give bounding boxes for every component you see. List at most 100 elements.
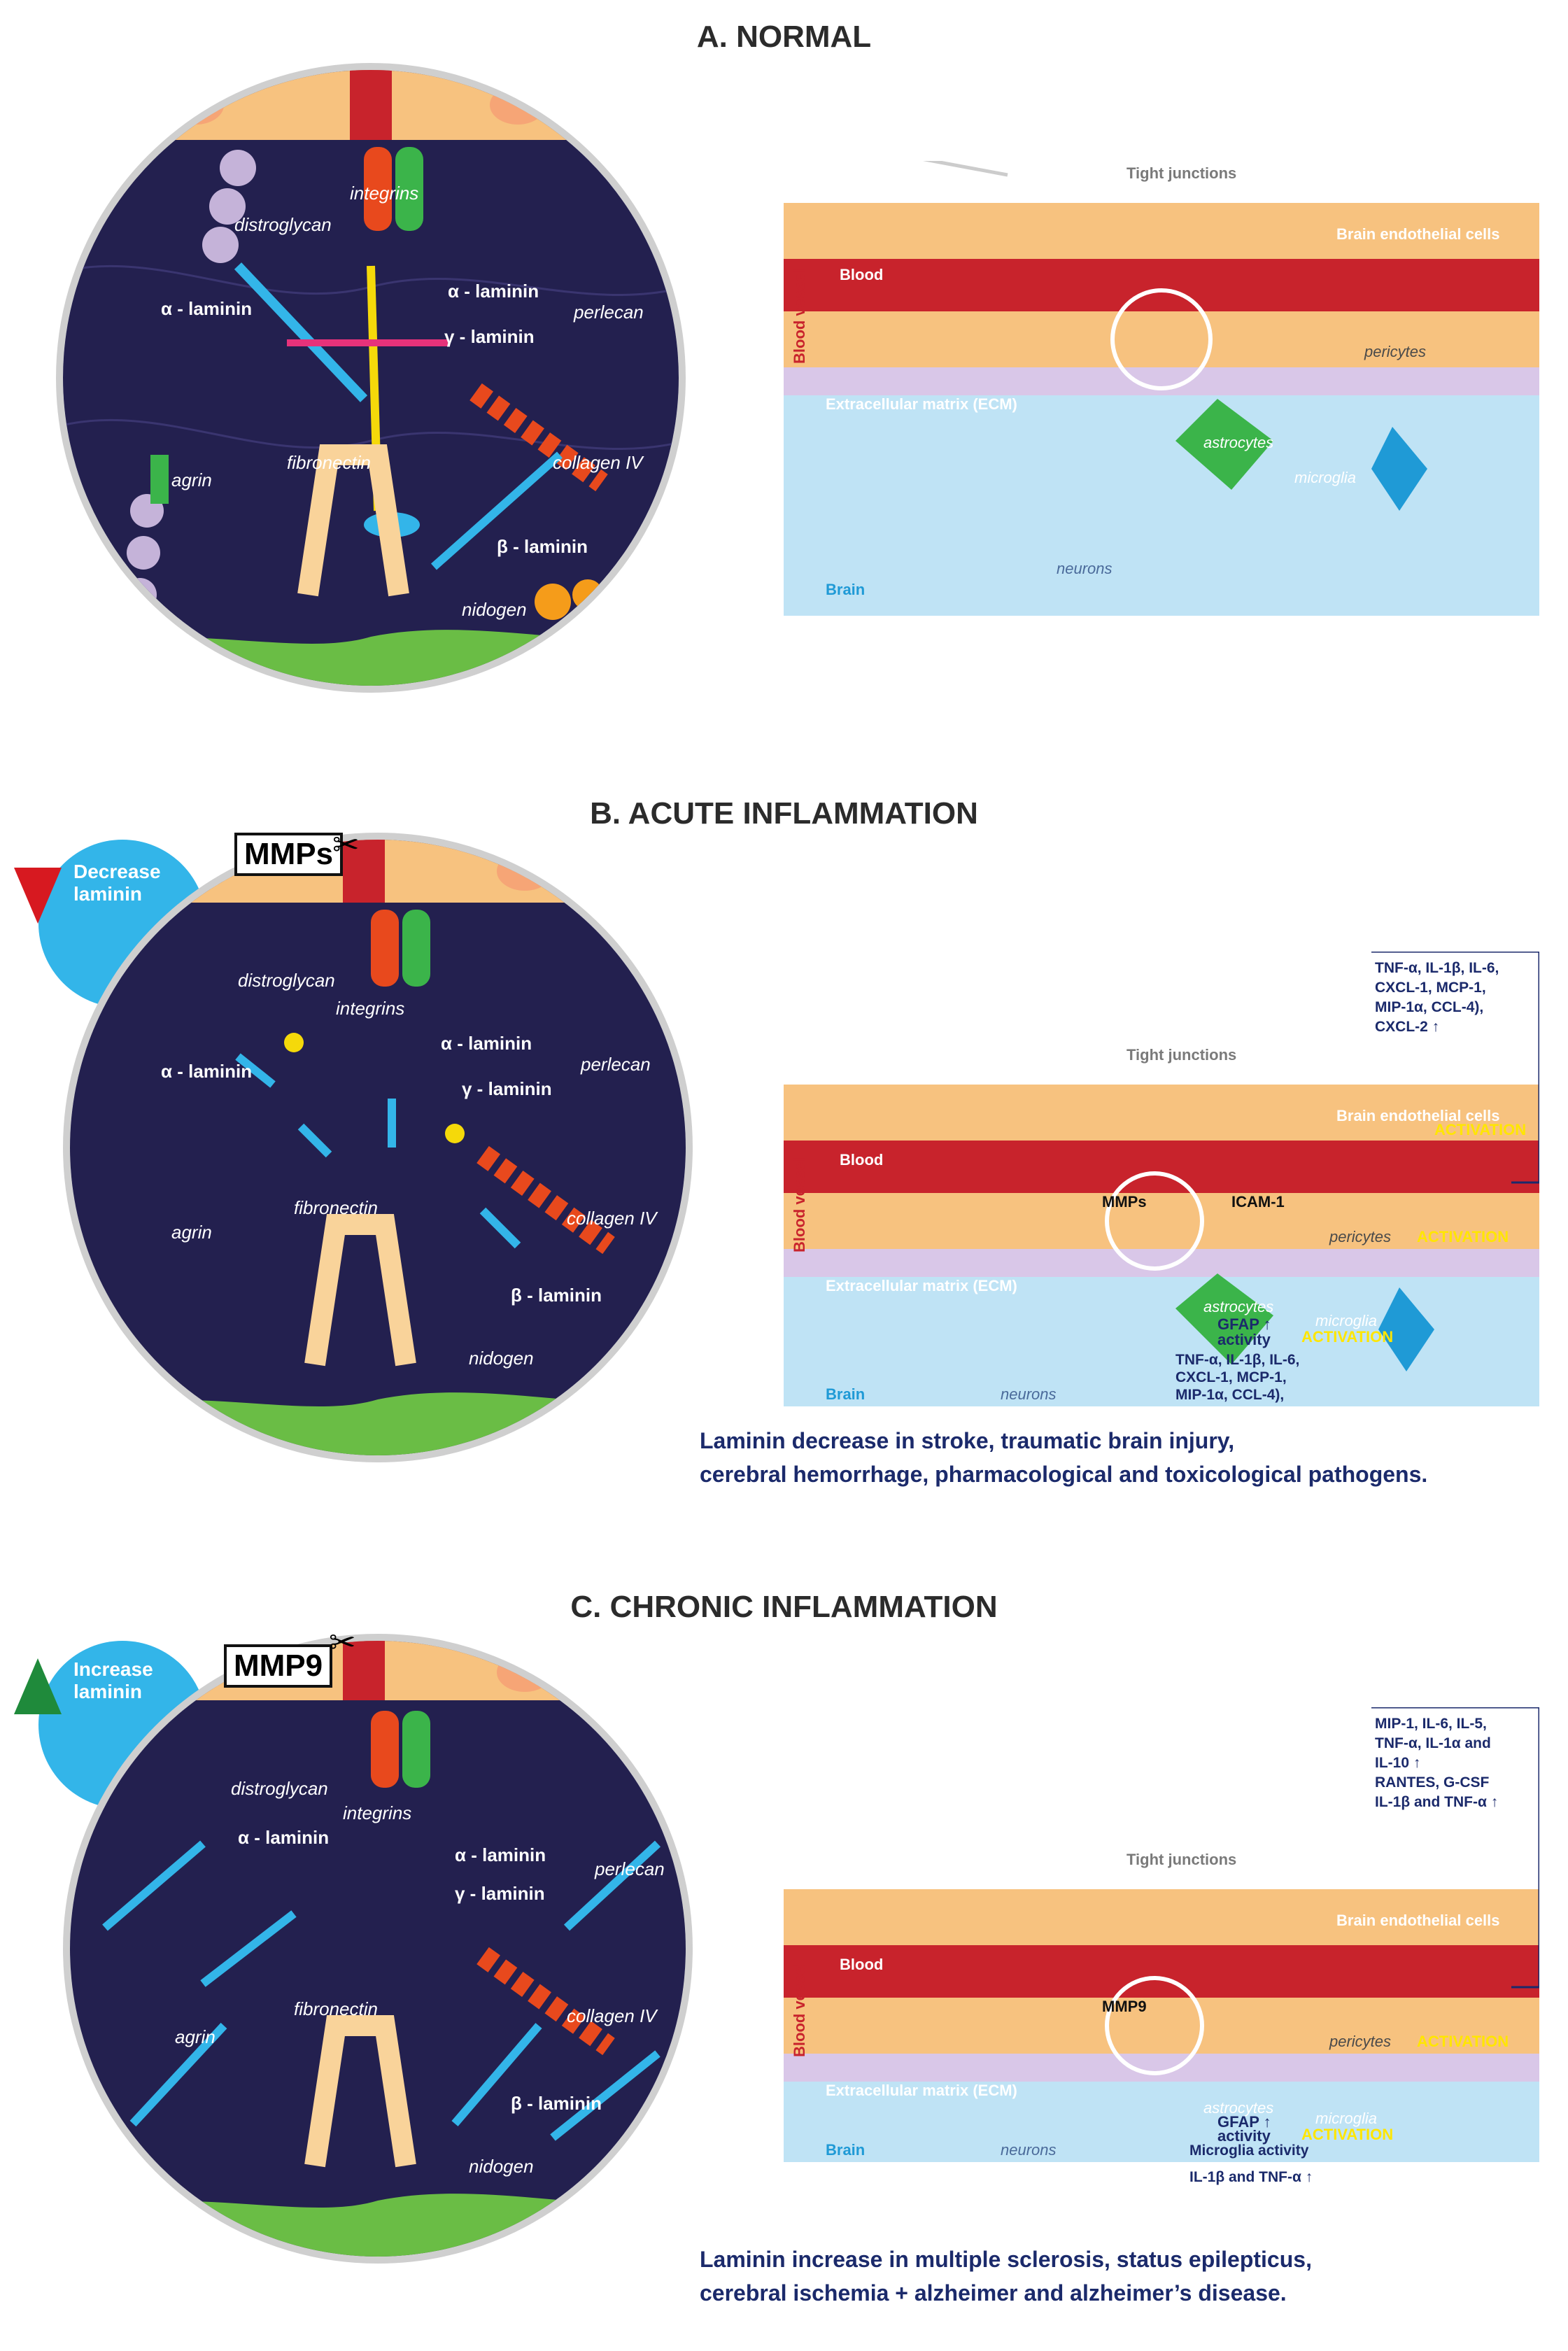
label-alpha-laminin-left: α - laminin <box>238 1827 329 1848</box>
label-blood: Blood <box>840 1956 883 1973</box>
cytokine-top-3: MIP-1α, CCL-4), <box>1375 999 1483 1015</box>
label-astrocytes: astrocytes <box>1203 2099 1273 2117</box>
label-distroglycan: distroglycan <box>231 1778 328 1799</box>
label-distroglycan: distroglycan <box>234 214 332 235</box>
label-ecm: Extracellular matrix (ECM) <box>826 1277 1017 1294</box>
label-microglia: microglia <box>1315 1312 1377 1329</box>
label-collagen: collagen IV <box>553 452 644 473</box>
label-perlecan: perlecan <box>594 1858 665 1879</box>
panel-normal: A. NORMAL <box>0 0 1568 770</box>
distroglycan-chain <box>202 150 256 263</box>
label-gamma-laminin: γ - laminin <box>462 1078 552 1099</box>
increase-laminin-label: Increase laminin <box>73 1658 153 1702</box>
label-activation-peri: ACTIVATION <box>1417 1228 1509 1245</box>
label-alpha-laminin-left: α - laminin <box>161 1061 252 1082</box>
label-blood-vessel: Blood vessel <box>791 1962 808 2057</box>
label-tight-junctions: Tight junctions <box>1126 164 1236 182</box>
cytokine-top-4: RANTES, G-CSF <box>1375 1774 1490 1791</box>
cytokine-top-4: CXCL-2 ↑ <box>1375 1019 1439 1035</box>
label-agrin: agrin <box>171 470 212 490</box>
label-tight-junctions: Tight junctions <box>1126 1046 1236 1064</box>
label-ecm: Extracellular matrix (ECM) <box>826 395 1017 413</box>
panel-title: C. CHRONIC INFLAMMATION <box>570 1590 998 1624</box>
cytokine-top-1: TNF-α, IL-1β, IL-6, <box>1375 960 1499 976</box>
label-beta-laminin: β - laminin <box>511 2093 602 2114</box>
cytokine-bottom-3: MIP-1α, CCL-4), <box>1175 1387 1284 1403</box>
label-microglia: microglia <box>1315 2110 1377 2127</box>
label-mmp9-small: MMP9 <box>1102 1998 1147 2015</box>
label-activation-endo: ACTIVATION <box>1434 1121 1526 1138</box>
cytokine-bottom-1: Microglia activity <box>1189 2142 1309 2159</box>
scissors-icon: ✂ <box>329 1624 356 1660</box>
label-beta-laminin: β - laminin <box>511 1285 602 1306</box>
cytokine-bottom-2: CXCL-1, MCP-1, <box>1175 1369 1287 1385</box>
label-agrin: agrin <box>175 2026 216 2047</box>
label-blood: Blood <box>840 1151 883 1169</box>
caption-line-2: cerebral hemorrhage, pharmacological and… <box>700 1462 1428 1487</box>
label-blood-vessel: Blood vessel <box>791 1157 808 1252</box>
up-arrow-icon <box>14 1658 62 1714</box>
bm-zoom-circle: distroglycan integrins α - laminin α - l… <box>63 833 693 1462</box>
label-integrins: integrins <box>350 183 418 204</box>
caption: Laminin decrease in stroke, traumatic br… <box>700 1424 1427 1491</box>
label-neurons: neurons <box>1001 2141 1057 2159</box>
panel-title: B. ACUTE INFLAMMATION <box>590 796 978 831</box>
label-integrins: integrins <box>343 1802 411 1823</box>
label-beta-laminin: β - laminin <box>497 536 588 557</box>
beta-laminin-arm <box>431 451 563 570</box>
bm-zoom-circle: distroglycan integrins α - laminin α - l… <box>63 1634 693 2264</box>
label-endothelial: Brain endothelial cells <box>1336 225 1500 243</box>
label-astrocytes: astrocytes <box>1203 1298 1273 1315</box>
label-microglia: microglia <box>1294 469 1356 486</box>
label-mmps-small: MMPs <box>1102 1193 1147 1210</box>
label-fibronectin: fibronectin <box>294 1998 378 2019</box>
cytokine-top-1: MIP-1, IL-6, IL-5, <box>1375 1716 1487 1732</box>
label-brain: Brain <box>826 2141 865 2159</box>
label-perlecan: perlecan <box>580 1054 651 1075</box>
blood-vessel-diagram: TNF-α, IL-1β, IL-6, CXCL-1, MCP-1, MIP-1… <box>784 952 1539 1406</box>
panel-acute: B. ACUTE INFLAMMATION Decrease laminin d… <box>0 784 1568 1553</box>
bm-zoom-circle: integrins distroglycan α - laminin α - l… <box>56 63 686 693</box>
label-endothelial: Brain endothelial cells <box>1336 1912 1500 1929</box>
caption-line-2: cerebral ischemia + alzheimer and alzhei… <box>700 2280 1287 2306</box>
panel-title: A. NORMAL <box>696 20 872 54</box>
label-brain: Brain <box>826 1385 865 1403</box>
mmps-label: MMPs <box>234 833 344 876</box>
scissors-icon: ✂ <box>332 826 360 863</box>
label-neurons: neurons <box>1001 1385 1057 1403</box>
down-arrow-icon <box>14 868 62 924</box>
label-gfap: GFAP ↑ <box>1217 2113 1271 2131</box>
label-gamma-laminin: γ - laminin <box>444 326 535 347</box>
cytokine-bottom-2: IL-1β and TNF-α ↑ <box>1189 2169 1313 2185</box>
label-agrin: agrin <box>171 1222 212 1243</box>
label-nidogen: nidogen <box>469 2156 534 2177</box>
mmp9-label: MMP9 <box>224 1644 333 1688</box>
cytokine-top-2: TNF-α, IL-1α and <box>1375 1735 1491 1751</box>
blood-vessel-diagram: Tight junctions Brain endothelial cells … <box>784 161 1539 616</box>
label-brain: Brain <box>826 581 865 598</box>
collagen-helix <box>469 383 608 492</box>
label-ecm: Extracellular matrix (ECM) <box>826 2082 1017 2099</box>
cytokine-top-5: IL-1β and TNF-α ↑ <box>1375 1794 1498 1810</box>
label-icam: ICAM-1 <box>1231 1193 1285 1210</box>
label-perlecan: perlecan <box>573 302 644 323</box>
label-gamma-laminin: γ - laminin <box>455 1883 545 1904</box>
label-gfap-activity: activity <box>1217 1331 1271 1348</box>
label-alpha-laminin-right: α - laminin <box>448 281 539 302</box>
label-alpha-laminin-right: α - laminin <box>441 1033 532 1054</box>
integrin-pair <box>364 147 423 231</box>
cytokine-bottom-1: TNF-α, IL-1β, IL-6, <box>1175 1352 1299 1368</box>
label-astrocytes: astrocytes <box>1203 434 1273 451</box>
label-distroglycan: distroglycan <box>238 970 335 991</box>
cytokine-top-3: IL-10 ↑ <box>1375 1755 1420 1771</box>
blood-vessel-diagram: MIP-1, IL-6, IL-5, TNF-α, IL-1α and IL-1… <box>784 1707 1539 2162</box>
label-blood: Blood <box>840 266 883 283</box>
microglia-shape <box>1371 427 1427 511</box>
label-activation-micro: ACTIVATION <box>1301 2126 1393 2143</box>
label-fibronectin: fibronectin <box>294 1197 378 1218</box>
label-integrins: integrins <box>336 998 404 1019</box>
label-gfap-activity: activity <box>1217 2127 1271 2145</box>
caption: Laminin increase in multiple sclerosis, … <box>700 2243 1312 2310</box>
cytokine-top-2: CXCL-1, MCP-1, <box>1375 980 1486 996</box>
panel-chronic: C. CHRONIC INFLAMMATION Increase laminin… <box>0 1581 1568 2351</box>
